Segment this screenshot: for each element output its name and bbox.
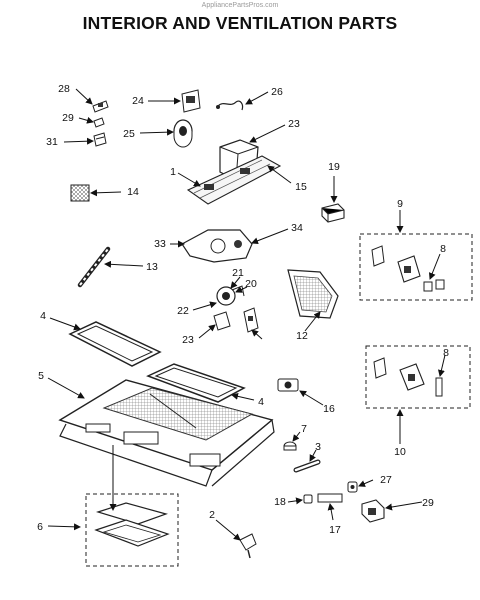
- callout-12: 13: [146, 261, 158, 273]
- part-29-clip: [93, 117, 105, 128]
- part-12-rod: [77, 246, 111, 288]
- part-5-bottom-panel: [58, 379, 275, 487]
- callout-32: 33: [154, 238, 166, 250]
- part-22-bracket: [213, 311, 231, 331]
- callout-29: 29: [62, 112, 74, 124]
- callout-8-upper: 8: [440, 243, 446, 255]
- callout-2: 2: [209, 509, 215, 521]
- part-34-switch: [243, 307, 259, 333]
- part-2-screw: [239, 533, 257, 559]
- callout-19: 20: [245, 278, 257, 290]
- callout-31: 29: [422, 497, 434, 509]
- part-25-capacitor: [173, 119, 193, 148]
- callout-28: 28: [58, 83, 70, 95]
- callout-21: 22: [177, 305, 189, 317]
- part-24-thermal-cutout: [181, 89, 201, 113]
- part-31-relay: [361, 499, 385, 523]
- callout-15: 16: [323, 403, 335, 415]
- part-28-bracket: [92, 100, 109, 113]
- part-9-assembly-box: [359, 233, 473, 301]
- callout-26: 26: [271, 86, 283, 98]
- callout-1: 1: [170, 166, 176, 178]
- callout-6: 6: [37, 521, 43, 533]
- part-6-filter-assembly-box: [85, 493, 179, 567]
- part-30-bracket: [93, 132, 107, 147]
- callout-23: 23: [288, 118, 300, 130]
- callout-33: 34: [291, 222, 303, 234]
- callout-11: 12: [296, 330, 308, 342]
- callout-20: 21: [232, 267, 244, 279]
- callout-labels: 28 29 31 24 26 25 23 1 15 14 19 9 8 33 3…: [37, 83, 449, 536]
- part-32-fan-motor: [181, 229, 253, 263]
- callout-18: 19: [328, 161, 340, 173]
- callout-25: 25: [123, 128, 135, 140]
- callout-9: 9: [397, 198, 403, 210]
- callout-14: 15: [295, 181, 307, 193]
- leader-lines: [47, 88, 446, 541]
- callout-3: 3: [315, 441, 321, 453]
- part-4-lower-filter: [146, 363, 246, 403]
- callout-4-lower: 4: [258, 396, 264, 408]
- watermark: AppliancePartsPros.com: [201, 2, 279, 9]
- part-15-light-socket: [277, 378, 299, 392]
- callout-27: 27: [380, 474, 392, 486]
- part-19-20-damper-motor: [216, 285, 245, 306]
- part-13-grille: [70, 184, 90, 202]
- diagram-title: INTERIOR AND VENTILATION PARTS: [82, 13, 398, 33]
- part-10-assembly-box: [365, 345, 471, 409]
- part-17-clip: [303, 494, 313, 504]
- part-7-bulb: [283, 441, 297, 451]
- part-27-fuse-holder: [347, 481, 358, 493]
- callout-24: 24: [132, 95, 144, 107]
- callout-30: 31: [46, 136, 58, 148]
- part-26-wire: [216, 100, 244, 111]
- callout-7: 7: [301, 423, 307, 435]
- callout-16: 17: [329, 524, 341, 536]
- callout-10: 10: [394, 446, 406, 458]
- callout-5: 5: [38, 370, 44, 382]
- callout-13: 14: [127, 186, 139, 198]
- callout-8-lower: 8: [443, 347, 449, 359]
- part-1-base-plate: [186, 155, 282, 205]
- callout-17: 18: [274, 496, 286, 508]
- callout-4-upper: 4: [40, 310, 46, 322]
- part-11-vent-door: [287, 269, 339, 319]
- callout-22: 23: [182, 334, 194, 346]
- part-3-sensor: [293, 459, 321, 473]
- part-4-upper-filter: [68, 321, 162, 367]
- part-18-block: [321, 203, 345, 223]
- part-16-fuse: [317, 493, 343, 503]
